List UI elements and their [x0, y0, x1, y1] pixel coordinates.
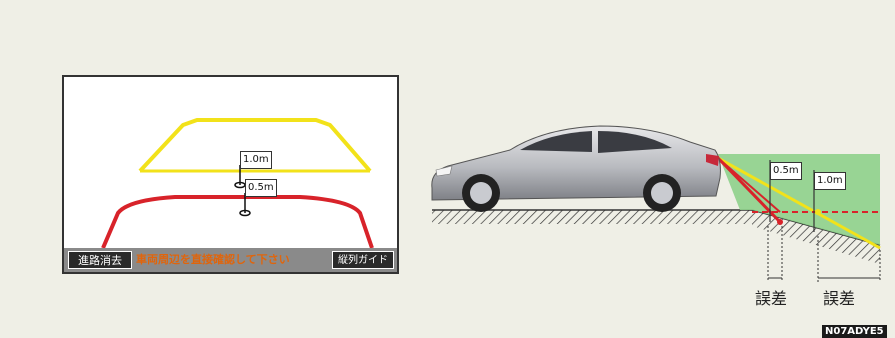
- clear-path-button[interactable]: 進路消去: [68, 251, 132, 269]
- warning-message: 車両周辺を直接確認して下さい: [136, 253, 290, 266]
- figure-code: N07ADYE5: [822, 325, 887, 338]
- flag-label-far: 1.0m: [240, 151, 272, 169]
- car: [431, 125, 721, 212]
- side-flag-label-a: 0.5m: [770, 162, 802, 180]
- side-flag-label-b: 1.0m: [814, 172, 846, 190]
- camera-screen-overlay: [101, 118, 374, 248]
- camera-screen: [62, 75, 399, 274]
- flag-label-near: 0.5m: [245, 179, 277, 197]
- error-label-2: 誤差: [823, 289, 856, 308]
- error-brackets: [767, 226, 881, 282]
- error-label-1: 誤差: [755, 289, 788, 308]
- parallel-guide-button[interactable]: 縦列ガイド: [332, 251, 394, 269]
